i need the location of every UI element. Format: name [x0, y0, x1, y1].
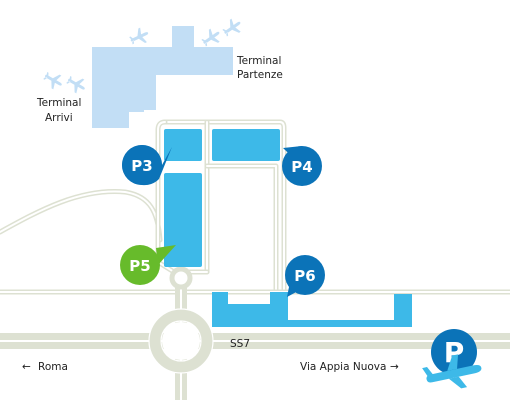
road-label-roma: Roma	[38, 361, 68, 373]
badge-p3[interactable]: P3	[122, 145, 172, 186]
badge-p6[interactable]: P6	[285, 255, 325, 297]
terminal-arrivals-label-line2: Arrivi	[45, 112, 73, 124]
left-arrow-icon: ←	[22, 361, 31, 373]
terminal-departures-label-line2: Partenze	[237, 69, 283, 81]
roundabout	[149, 309, 213, 373]
badge-p6-label: P6	[294, 267, 315, 285]
terminal-departures-label-line1: Terminal	[236, 55, 281, 67]
road-network	[0, 119, 510, 400]
badge-p4[interactable]: P4	[282, 146, 322, 186]
airplane-icon	[129, 27, 149, 45]
badge-p5[interactable]: P5	[120, 245, 176, 285]
small-roundabout	[169, 266, 193, 290]
terminal-arrivals-label-line1: Terminal	[36, 97, 81, 109]
airplane-icon	[201, 28, 220, 47]
parking-area-p6[interactable]	[212, 292, 412, 327]
west-curved-road	[0, 189, 163, 243]
airplane-icon	[66, 76, 85, 94]
logo-letter: P	[444, 336, 465, 369]
badge-p4-label: P4	[291, 158, 312, 176]
right-arrow-icon: →	[390, 361, 399, 373]
terminal-arrivals-building	[92, 72, 144, 128]
badge-p3-label: P3	[131, 157, 152, 175]
road-label-ss7: SS7	[230, 338, 250, 350]
parking-area-p3[interactable]	[164, 129, 202, 161]
airplane-icon	[222, 18, 241, 37]
airplane-icon	[43, 72, 62, 90]
parking-areas	[164, 129, 412, 327]
parking-area-p5[interactable]	[164, 173, 202, 267]
badge-p5-label: P5	[129, 257, 150, 275]
parking-area-p4[interactable]	[212, 129, 280, 161]
airplane-icon	[422, 354, 482, 389]
road-label-appia: Via Appia Nuova	[300, 361, 386, 373]
airport-parking-logo: P	[422, 329, 482, 389]
